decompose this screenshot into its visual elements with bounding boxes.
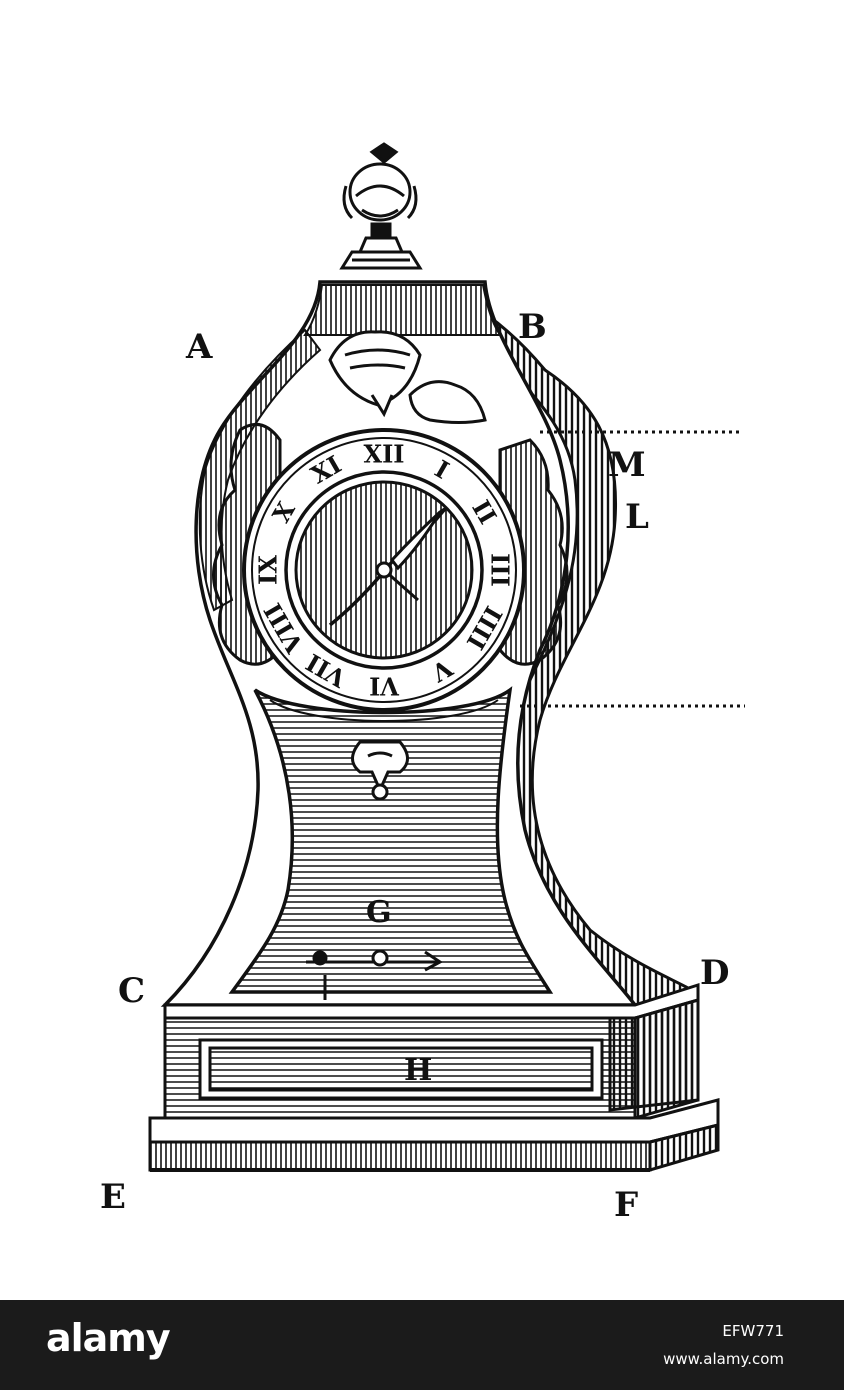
brand-logo: alamy	[46, 1316, 171, 1360]
label-d: D	[700, 953, 730, 993]
label-g: G	[366, 895, 392, 930]
reference-lines	[520, 430, 745, 708]
label-b: B	[518, 307, 547, 347]
site-url: www.alamy.com	[663, 1350, 784, 1368]
lower-panel	[228, 686, 554, 994]
label-a: A	[186, 327, 213, 367]
label-c: C	[118, 971, 146, 1011]
lock-detail	[306, 949, 443, 1000]
image-id: EFW771	[722, 1322, 784, 1340]
dial-numeral: VI	[369, 672, 400, 701]
label-l: L	[625, 497, 649, 537]
label-m: M	[608, 445, 646, 485]
dial-numeral: IX	[254, 555, 283, 585]
finial	[339, 142, 423, 270]
watermark-footer: alamy EFW771 www.alamy.com	[0, 1300, 844, 1390]
dial-numeral: XII	[363, 440, 404, 469]
case-base	[148, 982, 720, 1173]
clock-hands	[328, 506, 448, 627]
label-h: H	[404, 1053, 433, 1088]
label-e: E	[100, 1177, 126, 1217]
dial-numeral: III	[486, 553, 515, 587]
pendulum-ornament	[351, 740, 409, 801]
label-f: F	[614, 1185, 639, 1225]
